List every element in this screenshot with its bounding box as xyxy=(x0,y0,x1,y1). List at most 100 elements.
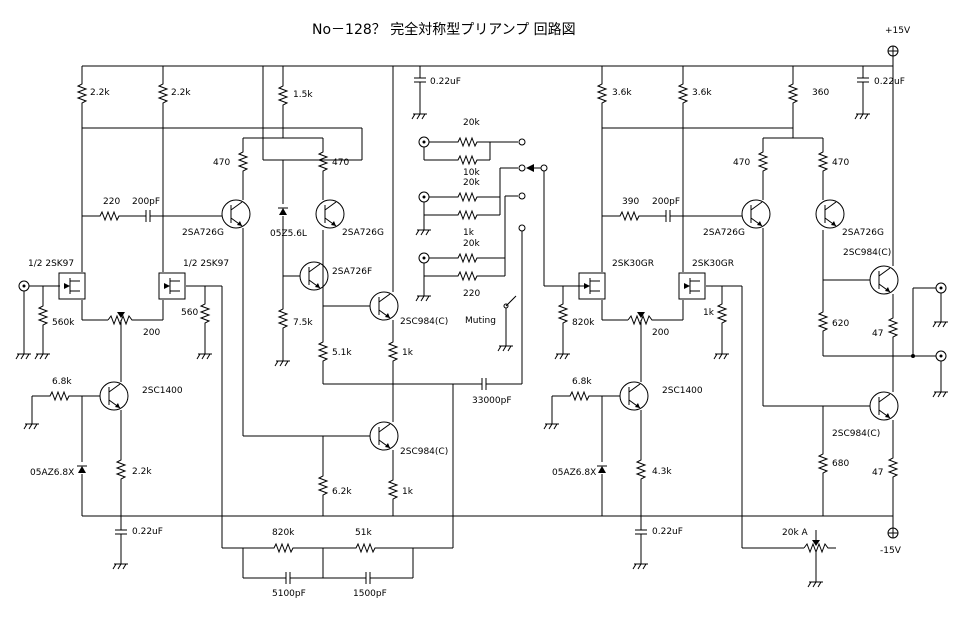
switch-contact-3[interactable] xyxy=(518,192,526,200)
q-2sc1400-a-label: 2SC1400 xyxy=(142,386,183,396)
c-200pf-a-label: 200pF xyxy=(132,197,160,207)
r-620-label: 620 xyxy=(832,319,849,329)
capacitor-icon xyxy=(114,523,128,541)
volume-wiper-icon xyxy=(812,540,820,546)
d-05az68x-a-label: 05AZ6.8X xyxy=(30,468,74,478)
resistor-icon xyxy=(116,455,126,484)
transistor-icon xyxy=(619,381,649,411)
switch-contact-1[interactable] xyxy=(518,138,526,146)
r-2k2-b-label: 2.2k xyxy=(171,88,191,98)
resistor-icon xyxy=(318,337,328,366)
r-5k1-label: 5.1k xyxy=(332,348,352,358)
capacitor-icon xyxy=(413,71,427,89)
vplus-terminal-icon xyxy=(887,45,899,57)
r-220-label: 220 xyxy=(103,197,120,207)
q-2sc984c-d-label: 2SC984(C) xyxy=(832,429,880,439)
muting-label: Muting xyxy=(465,316,496,326)
r-20k-c-label: 20k xyxy=(463,239,480,249)
transistor-icon xyxy=(869,265,899,295)
c-022-left-label: 0.22uF xyxy=(132,527,163,537)
resistor-icon xyxy=(678,79,688,108)
q-2sk30gr-b-label: 2SK30GR xyxy=(692,259,734,269)
ground-icon xyxy=(34,347,51,360)
q-2sa726g-c-label: 2SA726G xyxy=(703,228,745,238)
q-2sc984c-a-label: 2SC984(C) xyxy=(400,317,448,327)
transistor-icon xyxy=(299,261,329,291)
switch-contact-4[interactable] xyxy=(518,224,526,232)
r-4k3-label: 4.3k xyxy=(652,467,672,477)
q-2sk30gr-a-label: 2SK30GR xyxy=(612,259,654,269)
resistor-icon xyxy=(351,543,380,553)
transistor-icon xyxy=(741,199,771,229)
ground-icon xyxy=(807,575,824,588)
ground-icon xyxy=(274,354,291,367)
c-022-top-label: 0.22uF xyxy=(430,77,461,87)
transistor-icon xyxy=(815,199,845,229)
r-2k2-c-label: 2.2k xyxy=(132,467,152,477)
r-470-b-label: 470 xyxy=(332,158,349,168)
resistor-icon xyxy=(278,304,288,333)
capacitor-icon xyxy=(856,71,870,89)
resistor-icon xyxy=(788,79,798,108)
vplus-label: +15V xyxy=(885,26,911,36)
c-022-right-label: 0.22uF xyxy=(874,77,905,87)
resistor-icon xyxy=(818,449,828,478)
resistor-icon xyxy=(278,81,288,110)
r-220-b-label: 220 xyxy=(463,289,480,299)
selector-input-2-jack-icon[interactable] xyxy=(418,191,430,203)
selector-input-1-jack-icon[interactable] xyxy=(418,136,430,148)
vr-20k-label: 20k A xyxy=(782,528,809,538)
selector-arrow-icon xyxy=(526,164,534,172)
selector-switch-common[interactable] xyxy=(540,164,548,172)
resistor-icon xyxy=(453,210,482,220)
ground-icon xyxy=(415,223,432,236)
resistor-icon xyxy=(888,453,898,482)
c-1500pf-label: 1500pF xyxy=(353,589,387,599)
potentiometer-200-a xyxy=(107,314,163,326)
ground-icon xyxy=(932,315,949,328)
vr-200-a-label: 200 xyxy=(143,328,160,338)
resistor-icon xyxy=(636,455,646,484)
r-390-label: 390 xyxy=(622,197,639,207)
c-5100pf-label: 5100pF xyxy=(272,589,306,599)
resistor-icon xyxy=(269,543,298,553)
ground-icon xyxy=(554,347,571,360)
switch-contact-2[interactable] xyxy=(518,164,526,172)
r-820k-b-label: 820k xyxy=(572,318,595,328)
r-3k6-b-label: 3.6k xyxy=(692,88,712,98)
volume-pot-20k[interactable] xyxy=(803,542,836,554)
ground-icon xyxy=(23,417,40,430)
ground-icon xyxy=(713,347,730,360)
r-1k-d-label: 1k xyxy=(703,308,715,318)
q-2sc984c-c-label: 2SC984(C) xyxy=(843,248,891,258)
transistor-icon xyxy=(315,199,345,229)
r-470-a-label: 470 xyxy=(213,158,230,168)
input-jack-icon[interactable] xyxy=(18,280,30,292)
vr-200-b-label: 200 xyxy=(652,328,669,338)
selector-input-3-jack-icon[interactable] xyxy=(418,252,430,264)
zener-diode-icon xyxy=(76,465,88,474)
resistor-icon xyxy=(453,253,482,263)
ground-icon xyxy=(497,339,514,352)
resistor-icon xyxy=(200,299,210,328)
output-jack-2-icon[interactable] xyxy=(935,350,947,362)
jfet-icon xyxy=(678,272,706,300)
r-47-a-label: 47 xyxy=(872,329,883,339)
d-05az68x-b-label: 05AZ6.8X xyxy=(552,468,596,478)
zener-diode-icon xyxy=(277,207,289,216)
potentiometer-200-b xyxy=(627,314,683,326)
resistor-icon xyxy=(558,299,568,328)
resistor-icon xyxy=(888,313,898,342)
r-1k-a-label: 1k xyxy=(402,348,414,358)
output-jack-1-icon[interactable] xyxy=(935,282,947,294)
r-6k2-label: 6.2k xyxy=(332,487,352,497)
resistor-icon xyxy=(597,79,607,108)
resistor-icon xyxy=(388,475,398,504)
r-1k5-label: 1.5k xyxy=(293,90,313,100)
ground-icon xyxy=(15,347,32,360)
jfet-icon xyxy=(58,272,86,300)
r-20k-a-label: 20k xyxy=(463,118,480,128)
vminus-label: -15V xyxy=(880,546,902,556)
resistor-icon xyxy=(758,147,768,176)
